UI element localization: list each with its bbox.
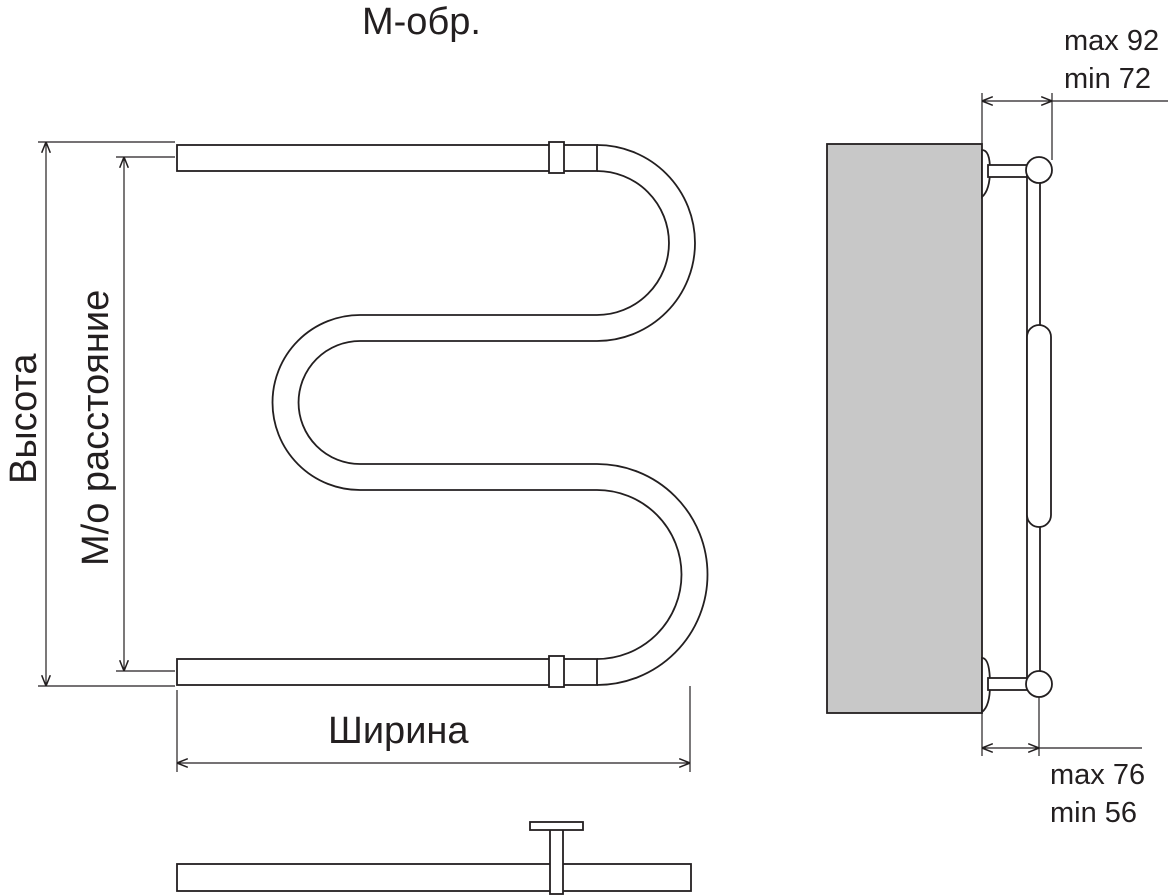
top-bracket-pipe — [987, 164, 1031, 178]
width-dimension: Ширина — [176, 686, 691, 772]
top-pipe-end — [1025, 156, 1053, 184]
towel-rail-front-view — [176, 141, 709, 688]
bottom-pipe-end — [1025, 670, 1053, 698]
top-bar — [176, 144, 598, 172]
center-distance-dimension: М/о расстояние — [75, 156, 175, 672]
front-rail — [1026, 324, 1052, 528]
bottom-bar — [176, 658, 598, 686]
bottom-dim-max-label: max 76 — [1050, 759, 1145, 791]
top-dim-min-label: min 72 — [1064, 63, 1151, 95]
center-distance-label: М/о расстояние — [75, 290, 117, 566]
height-dimension: Высота — [3, 141, 175, 687]
tube-outer-edge — [297, 144, 709, 686]
height-label: Высота — [3, 353, 45, 484]
bottom-coupling — [548, 655, 565, 688]
plan-riser — [549, 827, 564, 895]
width-label: Ширина — [328, 710, 469, 752]
bottom-bracket-pipe — [987, 677, 1031, 691]
tube-inner-edge — [271, 170, 683, 660]
bottom-dim-min-label: min 56 — [1050, 797, 1137, 829]
wall-block — [826, 143, 983, 714]
top-coupling — [548, 141, 565, 174]
side-view: max 92 min 72 max 76 min 56 — [826, 25, 1168, 829]
towel-rail-top-view — [176, 821, 692, 895]
plan-bar — [176, 863, 692, 892]
plan-flange — [529, 821, 584, 831]
diagram-title: М-обр. — [362, 1, 481, 43]
top-dim-max-label: max 92 — [1064, 25, 1159, 57]
